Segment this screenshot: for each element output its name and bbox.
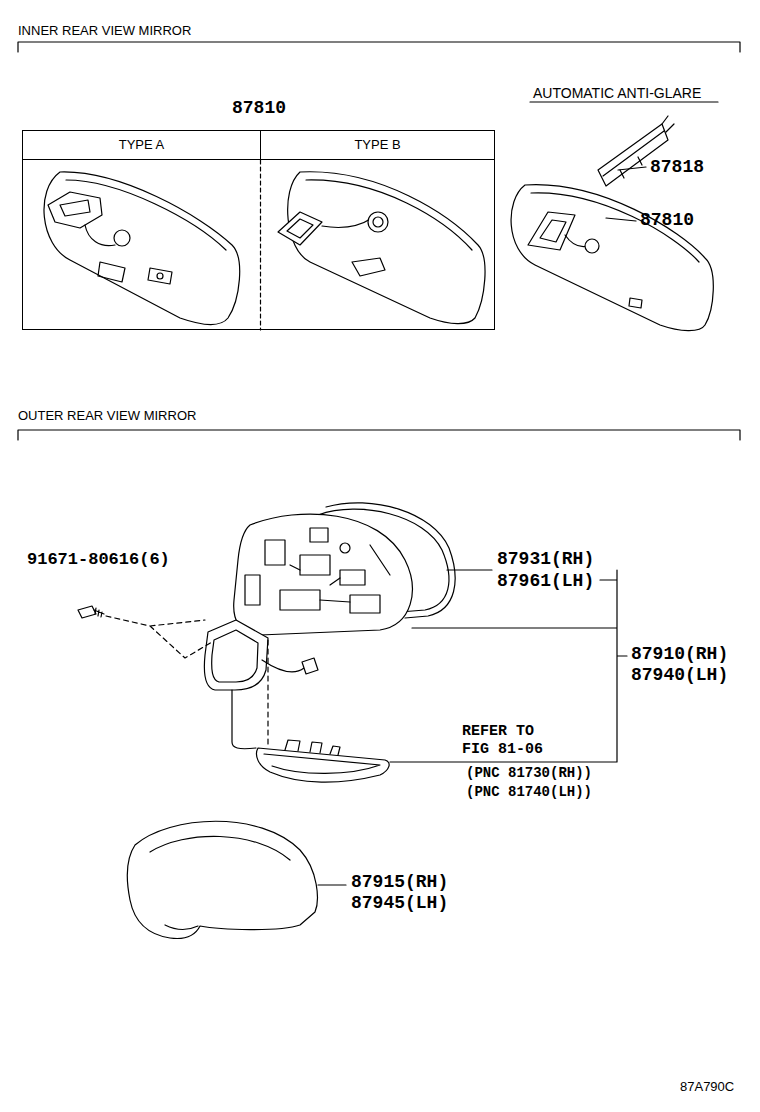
figure-code: 87A790C — [680, 1080, 734, 1094]
connector — [302, 658, 318, 674]
callout-number: 87910(RH) — [631, 645, 728, 665]
wire — [232, 690, 256, 749]
callout-number: 87810 — [232, 99, 286, 119]
body-structure — [245, 528, 380, 613]
outer-mirror-body — [234, 514, 413, 635]
screw-thread — [94, 608, 104, 617]
column-heading: TYPE A — [119, 138, 165, 152]
sensor-lens — [157, 273, 163, 279]
mirror-sensor — [629, 298, 642, 308]
turn-signal-lamp — [257, 748, 390, 782]
callout-number: 87931(RH) — [497, 550, 594, 570]
mount-detail — [60, 200, 90, 216]
section-bracket — [18, 42, 740, 52]
body-structure — [290, 545, 390, 602]
inner-mirror-type-b — [288, 172, 485, 324]
cover-detail — [150, 836, 290, 929]
reference-note: (PNC 81740(LH)) — [466, 785, 592, 800]
mirror-pivot — [368, 212, 388, 232]
section-bracket — [18, 430, 740, 440]
body-structure — [340, 543, 350, 553]
pivot-detail — [373, 217, 383, 227]
mirror-cover — [127, 821, 317, 938]
reference-note: FIG 81-06 — [462, 742, 543, 759]
mirror-edge — [306, 180, 472, 250]
leader-bracket — [390, 570, 627, 762]
table-header-cell: TYPE B — [260, 131, 494, 160]
heading-underline — [530, 101, 718, 102]
mirror-base — [204, 620, 268, 690]
callout-number: 87818 — [650, 158, 704, 178]
mirror-tab — [98, 262, 125, 282]
base-gasket — [212, 630, 258, 682]
assembly-line — [106, 616, 268, 745]
mirror-tab — [352, 258, 385, 276]
mirror-sensor — [148, 268, 172, 284]
mirror-mount — [48, 192, 102, 228]
section-heading: INNER REAR VIEW MIRROR — [18, 24, 191, 38]
mirror-stem — [85, 225, 115, 246]
reference-note: REFER TO — [462, 724, 534, 741]
variant-heading: AUTOMATIC ANTI-GLARE — [533, 86, 701, 101]
callout-number: 87945(LH) — [351, 894, 448, 914]
callout-number: 87810 — [640, 211, 694, 231]
clip-detail — [287, 219, 313, 238]
lamp-clip — [285, 740, 340, 755]
mirror-clip — [278, 212, 322, 245]
section-heading: OUTER REAR VIEW MIRROR — [18, 409, 196, 423]
table-frame: 87810TYPE ATYPE B — [22, 130, 495, 330]
table-header-cell: TYPE A — [23, 131, 260, 160]
callout-number: 87915(RH) — [351, 873, 448, 893]
callout-number: 91671-80616(6) — [27, 551, 170, 570]
mirror-mount — [528, 212, 575, 250]
leader-line — [606, 218, 636, 221]
leader-line — [318, 884, 346, 885]
mount-detail — [540, 220, 566, 242]
callout-number: 87961(LH) — [497, 572, 594, 592]
inner-mirror-type-a — [44, 172, 240, 324]
reference-note: (PNC 81730(RH)) — [466, 766, 592, 781]
mirror-stem — [322, 218, 372, 228]
anti-glare-mirror — [511, 185, 713, 331]
table-divider — [260, 160, 261, 330]
mirror-pivot — [114, 230, 130, 246]
callout-number: 87940(LH) — [631, 666, 728, 686]
screw — [78, 606, 96, 618]
leader-line — [618, 167, 646, 170]
leader-line — [447, 569, 492, 570]
lamp-lens — [264, 754, 380, 773]
mirror-pivot — [585, 239, 599, 253]
column-heading: TYPE B — [354, 138, 400, 152]
